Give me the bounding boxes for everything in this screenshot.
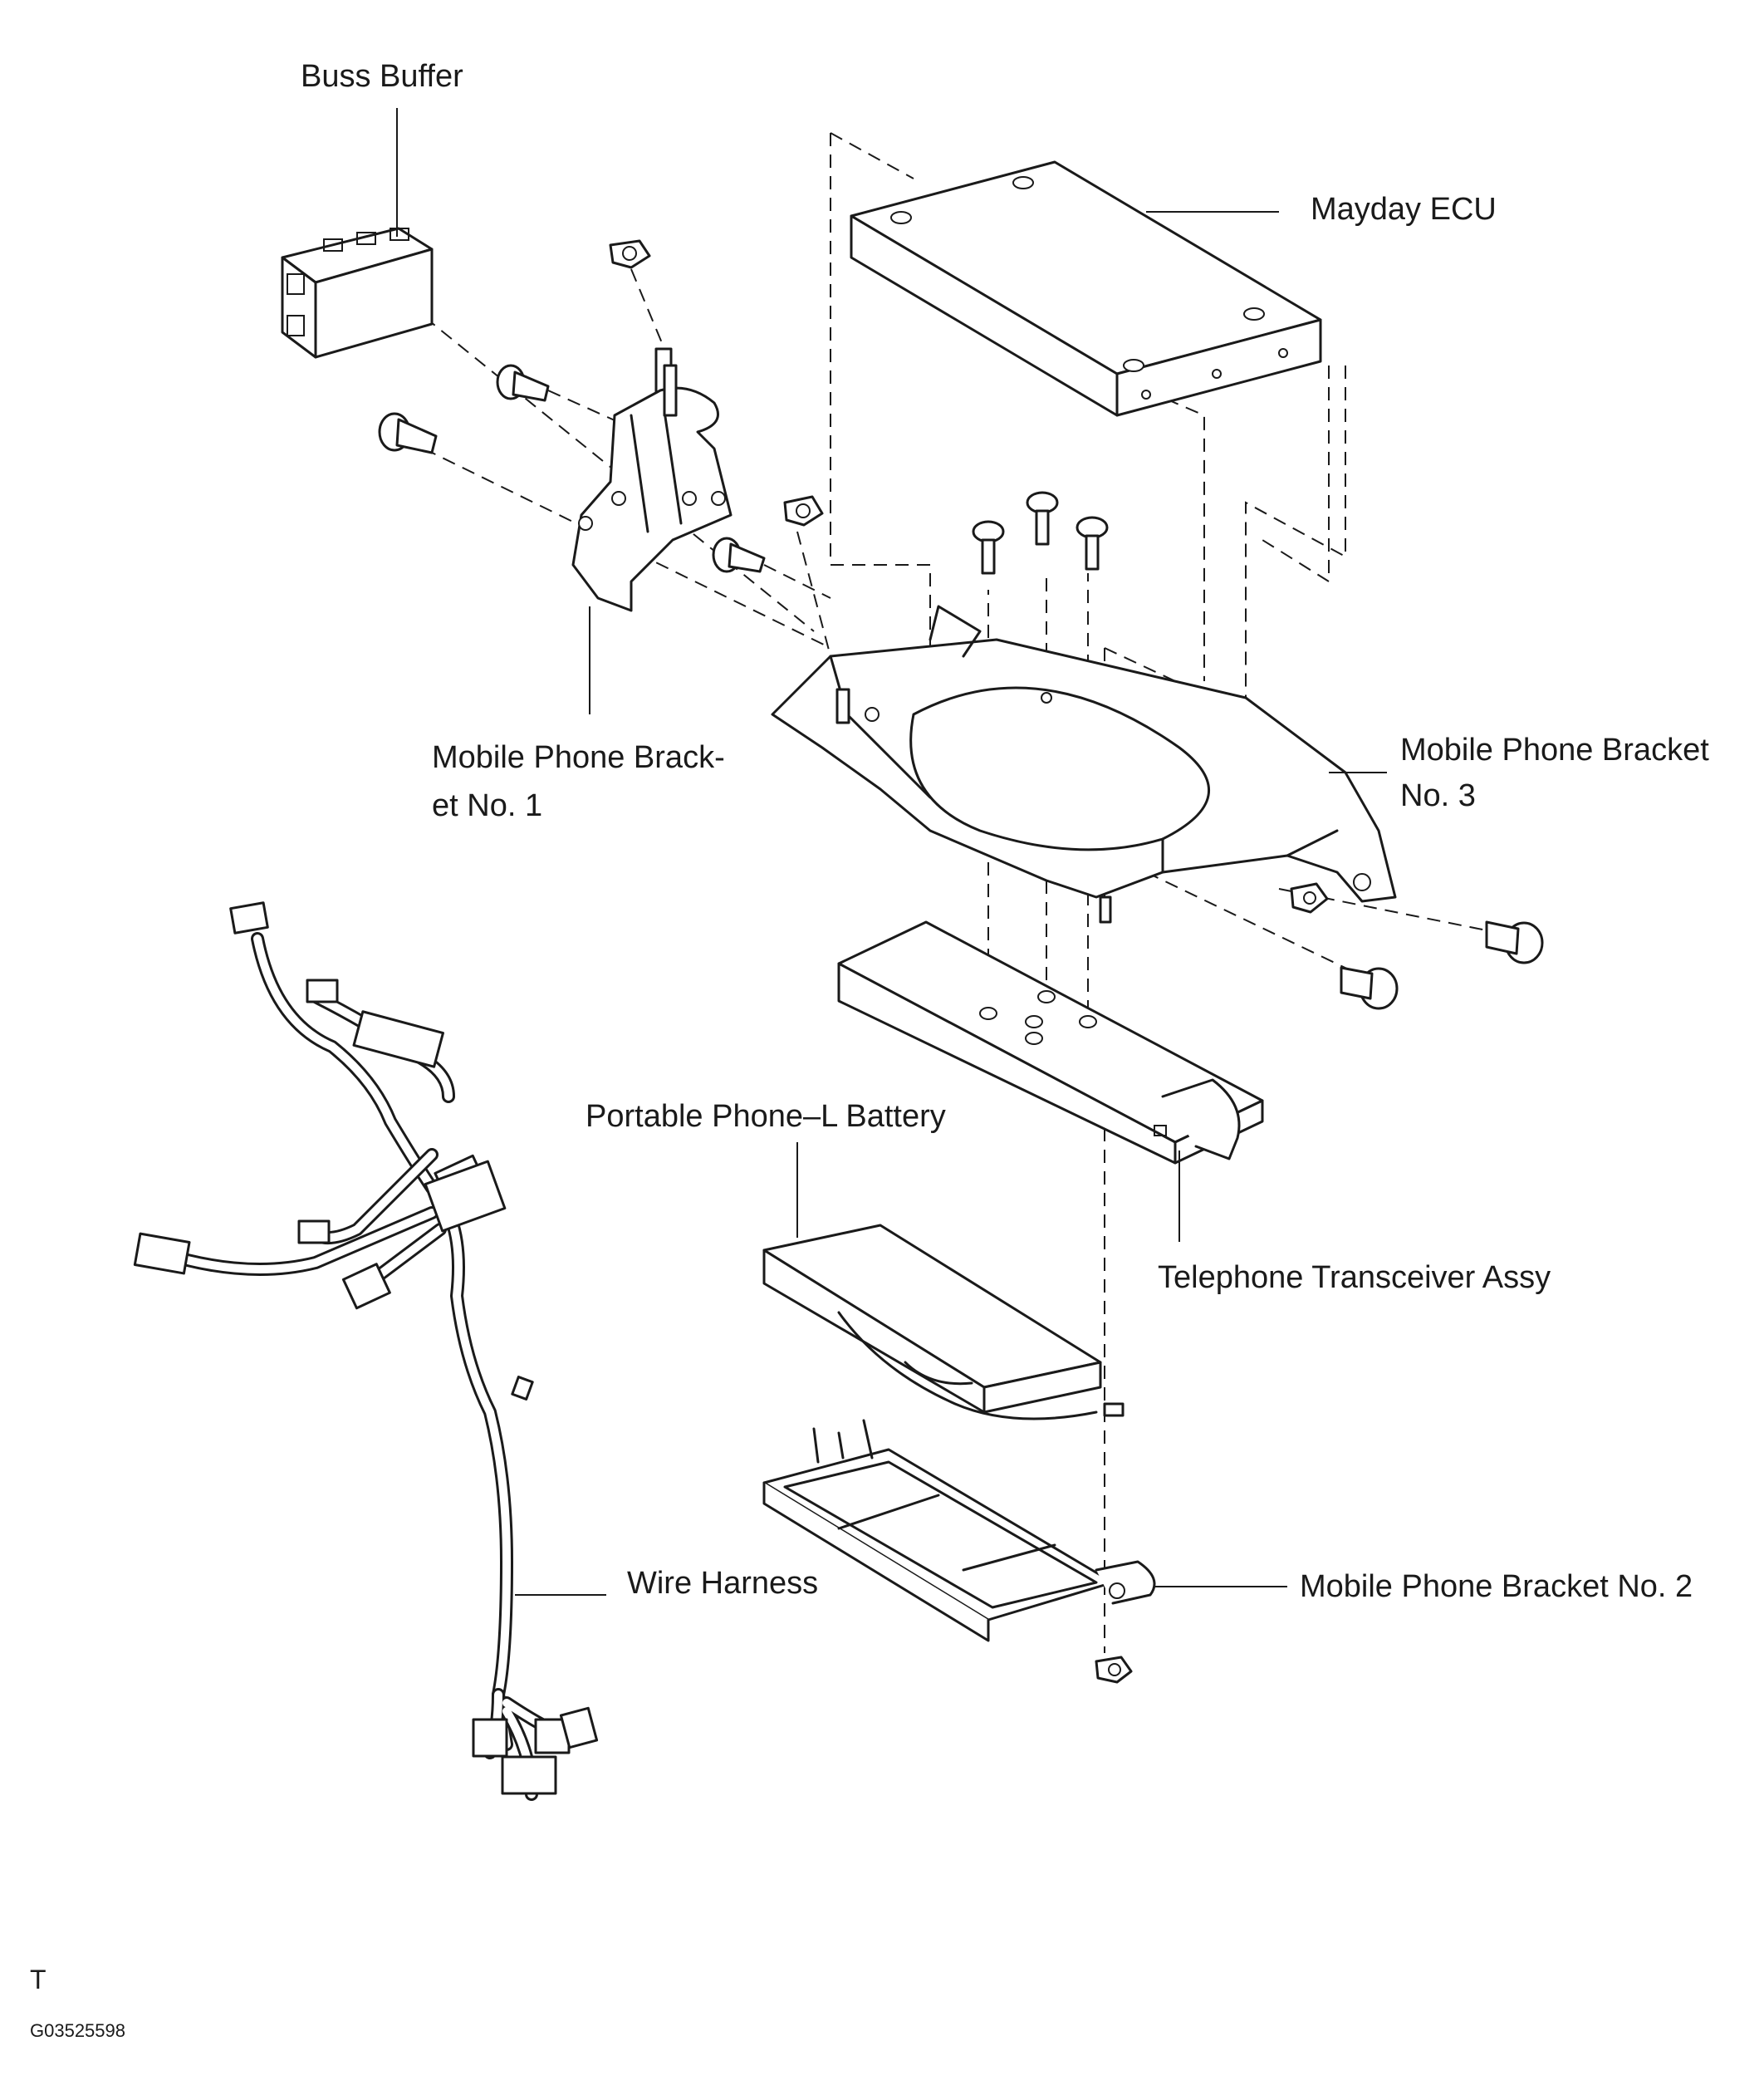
leader-lines — [396, 108, 1387, 1596]
mayday-ecu — [850, 160, 1322, 417]
label-bracket-no1-line1: Mobile Phone Brack- — [432, 740, 725, 775]
part-labels: Buss Buffer Mayday ECU Mobile Phone Brac… — [301, 59, 1709, 1604]
wire-harness — [133, 901, 599, 1801]
footer-mark: T — [30, 1965, 47, 1994]
fastener-bolts-upper — [378, 239, 1109, 575]
nut-bottom — [1095, 1656, 1133, 1684]
portable-phone-l-battery — [762, 1224, 1125, 1420]
telephone-transceiver-assy — [837, 920, 1264, 1165]
fastener-bolts-lower — [1290, 882, 1544, 1010]
label-portable-battery: Portable Phone–L Battery — [586, 1099, 946, 1134]
label-bracket-no1-line2: et No. 1 — [432, 788, 542, 823]
mobile-phone-bracket-no1 — [571, 364, 733, 612]
mobile-phone-bracket-no2 — [762, 1419, 1156, 1642]
mobile-phone-bracket-no3 — [771, 605, 1397, 924]
label-bracket-no3-line2: No. 3 — [1400, 778, 1476, 813]
figure-code: G03525598 — [30, 2020, 125, 2041]
buss-buffer — [281, 227, 434, 359]
label-buss-buffer: Buss Buffer — [301, 59, 463, 94]
label-wire-harness: Wire Harness — [627, 1566, 818, 1601]
label-bracket-no3-line1: Mobile Phone Bracket — [1400, 733, 1709, 768]
figure-footer: T G03525598 — [30, 1965, 125, 2041]
label-transceiver: Telephone Transceiver Assy — [1158, 1260, 1551, 1295]
label-bracket-no2: Mobile Phone Bracket No. 2 — [1300, 1569, 1693, 1604]
label-mayday-ecu: Mayday ECU — [1311, 192, 1497, 227]
